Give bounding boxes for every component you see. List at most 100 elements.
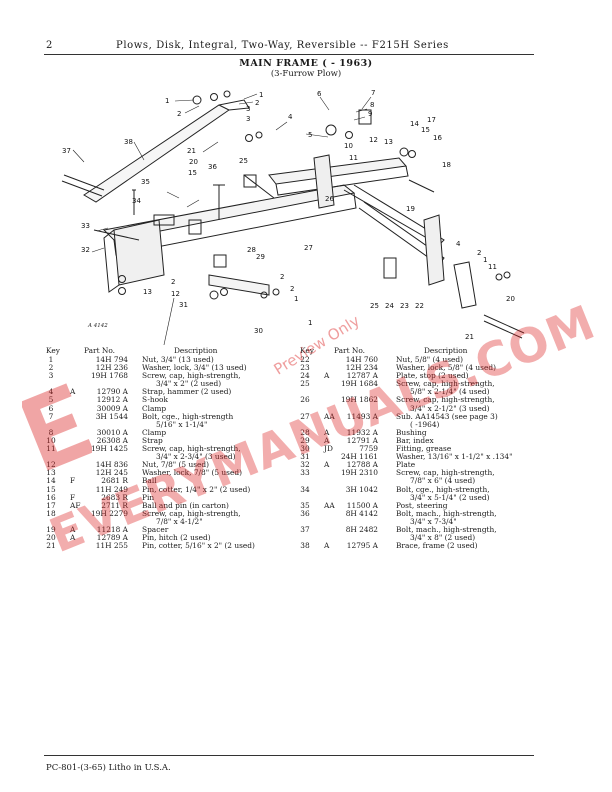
part-number: 19H 1768 — [90, 371, 128, 381]
part-key: 16 — [46, 492, 56, 502]
part-prefix: JD — [324, 444, 333, 454]
svg-text:8: 8 — [370, 101, 374, 109]
part-description: S-hook — [142, 395, 168, 405]
part-number: 11H 255 — [95, 541, 128, 551]
part-description: Pin, cotter, 5/16" x 2" (2 used) — [142, 541, 255, 551]
part-key: 20 — [46, 533, 56, 543]
part-number: 11932 A — [346, 427, 378, 437]
part-prefix: F — [70, 476, 76, 486]
svg-text:15: 15 — [421, 126, 430, 134]
part-key: 24 — [300, 371, 310, 381]
part-description: Washer, lock, 3/4" (13 used) — [142, 363, 247, 373]
col-description: Description — [174, 346, 218, 355]
part-key: 30 — [300, 444, 310, 454]
part-description: Pin, cotter, 1/4" x 2" (2 used) — [142, 484, 251, 494]
svg-text:38: 38 — [124, 138, 133, 146]
svg-text:34: 34 — [132, 197, 141, 205]
svg-text:26: 26 — [325, 195, 334, 203]
svg-text:23: 23 — [400, 302, 409, 310]
part-description: Nut, 3/4" (13 used) — [142, 355, 214, 364]
part-number: 14H 836 — [95, 460, 128, 470]
part-description: Clamp — [142, 427, 167, 437]
svg-text:16: 16 — [433, 134, 442, 142]
page-number: 2 — [46, 40, 53, 51]
part-number: 12789 A — [96, 533, 128, 543]
part-number: 8H 2482 — [345, 524, 378, 534]
svg-text:2: 2 — [280, 273, 284, 281]
svg-text:2: 2 — [255, 99, 259, 107]
part-prefix: F — [70, 492, 76, 502]
part-key: 29 — [300, 435, 310, 445]
part-key: 19 — [46, 524, 56, 534]
part-number: 19H 1425 — [90, 444, 128, 454]
part-description: Plate, stop (2 used) — [396, 371, 469, 381]
part-key: 35 — [300, 500, 310, 510]
diagram-callouts: 1 2 1 2 3 3 4 5 6 7 8 9 10 11 12 13 14 1… — [62, 89, 515, 341]
part-description: Washer, 13/16" x 1-1/2" x .134" — [396, 452, 513, 462]
part-prefix: A — [324, 435, 330, 445]
part-number: 3H 1544 — [95, 411, 128, 421]
part-key: 32 — [300, 460, 310, 470]
part-key: 37 — [300, 524, 310, 534]
exploded-parts-diagram: 1 2 1 2 3 3 4 5 6 7 8 9 10 11 12 13 14 1… — [61, 89, 525, 345]
part-key: 3 — [48, 371, 54, 381]
svg-text:3: 3 — [246, 115, 250, 123]
footer-rule — [44, 755, 534, 756]
part-number: 12791 A — [346, 435, 378, 445]
svg-text:1: 1 — [483, 256, 487, 264]
part-number: 19H 1684 — [340, 379, 378, 389]
svg-text:12: 12 — [369, 136, 378, 144]
part-description: Screw, cap, high-strength,3/4" x 2-1/2" … — [396, 395, 495, 413]
part-description: Screw, cap, high-strength,5/8" x 2-1/4" … — [396, 379, 495, 397]
part-number: 2711 R — [101, 500, 128, 510]
part-key: 22 — [300, 355, 310, 364]
part-number: 30010 A — [96, 427, 128, 437]
col-part-no: Part No. — [84, 346, 116, 355]
col-part-no: Part No. — [334, 346, 366, 355]
part-description: Pin — [142, 492, 155, 502]
part-number: 12788 A — [346, 460, 378, 470]
svg-text:25: 25 — [370, 302, 379, 310]
svg-text:2: 2 — [171, 278, 175, 286]
part-description: Washer, lock, 7/8" (5 used) — [142, 468, 242, 478]
part-prefix: A — [324, 371, 330, 381]
part-key: 12 — [46, 460, 56, 470]
part-key: 14 — [46, 476, 56, 486]
svg-text:3: 3 — [246, 105, 250, 113]
part-number: 2681 R — [101, 476, 128, 486]
part-key: 21 — [46, 541, 56, 551]
part-key: 36 — [300, 508, 310, 518]
svg-text:33: 33 — [81, 222, 90, 230]
part-description: Bushing — [396, 427, 427, 437]
figure-title: MAIN FRAME ( - 1963) — [239, 58, 373, 69]
svg-text:25: 25 — [239, 157, 248, 165]
svg-text:9: 9 — [368, 110, 372, 118]
svg-text:1: 1 — [308, 319, 312, 327]
part-key: 26 — [300, 395, 310, 405]
part-number: 12795 A — [346, 541, 378, 551]
svg-text:30: 30 — [254, 327, 263, 335]
part-description: Screw, cap, high-strength,7/8" x 4-1/2" — [142, 508, 241, 526]
part-description: Bolt, mach., high-strength,3/4" x 7-3/4" — [396, 508, 497, 526]
svg-text:14: 14 — [410, 120, 419, 128]
part-prefix: A — [324, 427, 330, 437]
part-number: 11218 A — [96, 524, 128, 534]
part-key: 7 — [48, 411, 54, 421]
page-title: Plows, Disk, Integral, Two-Way, Reversib… — [116, 40, 449, 51]
part-key: 27 — [300, 411, 310, 421]
part-number: 12H 234 — [345, 363, 378, 373]
